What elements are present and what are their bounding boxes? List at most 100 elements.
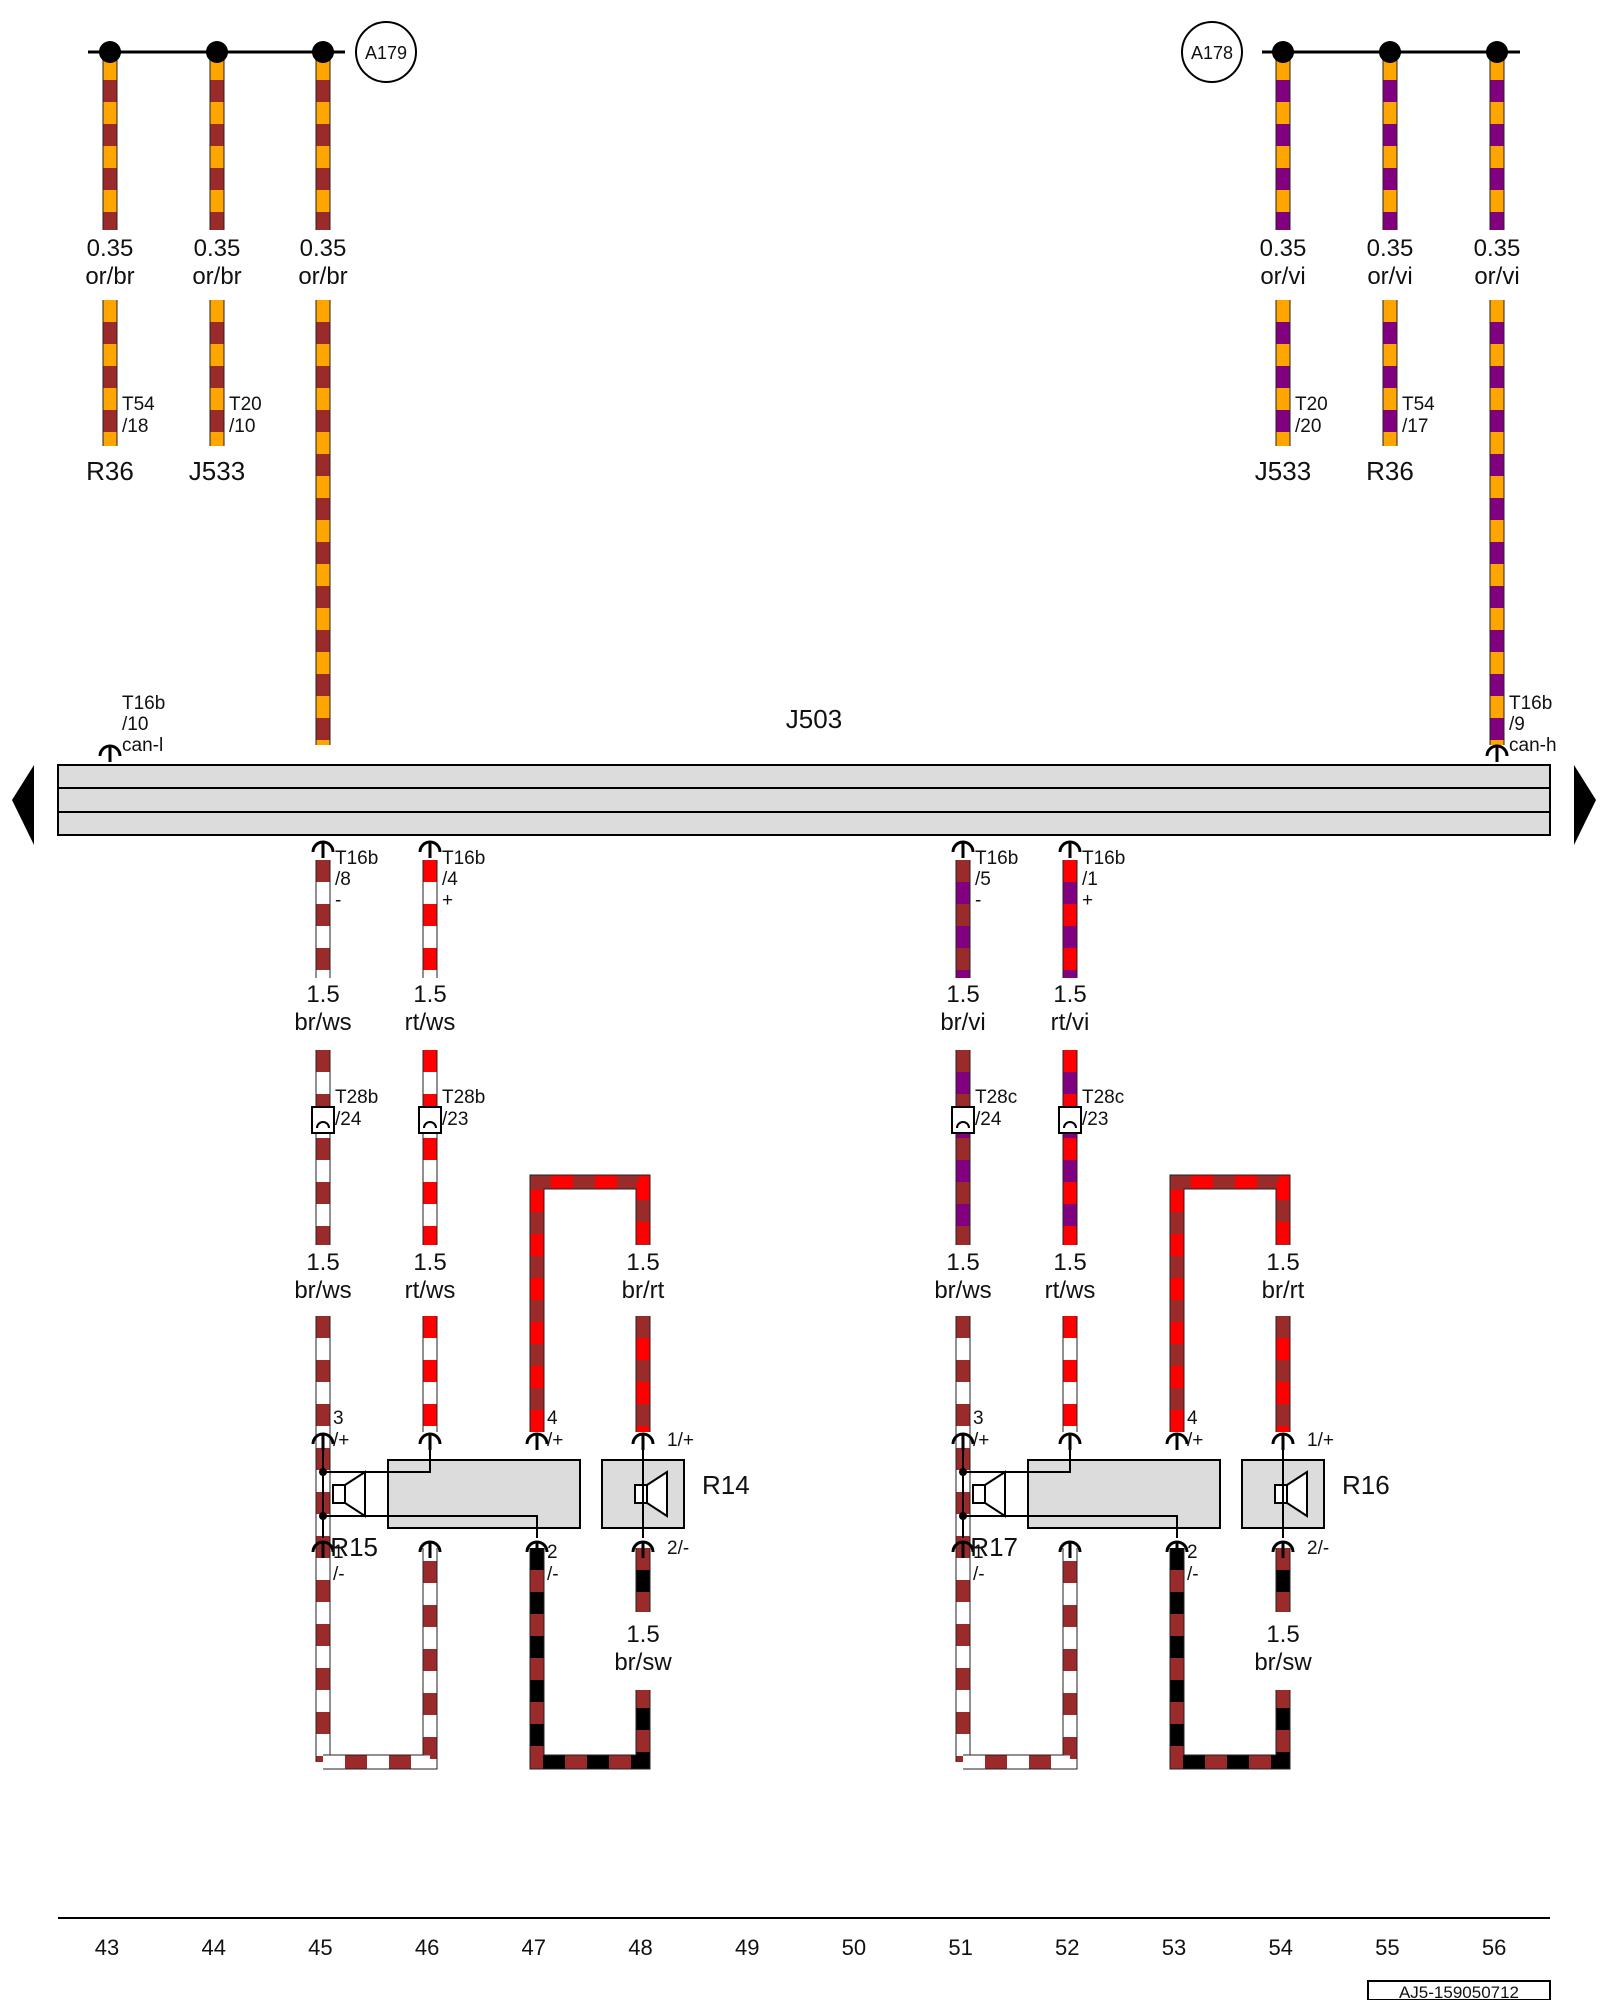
column-number: 55 — [1375, 1935, 1399, 1960]
bus-conn-left-label: /10 — [122, 714, 148, 735]
wire-bridge-1-stripe — [1170, 1175, 1290, 1432]
pin-label: /- — [1187, 1564, 1199, 1585]
connector-label: T28b — [335, 1087, 378, 1108]
internal-wire — [322, 1515, 538, 1538]
connector-label: - — [335, 890, 341, 911]
component-label: R36 — [1366, 456, 1414, 486]
wire-color-label: or/br — [192, 263, 241, 290]
bus-conn-right-label: T16b — [1509, 693, 1552, 714]
pin-label: 2/- — [667, 1538, 689, 1559]
pin-plug — [525, 1540, 549, 1558]
speaker-icon — [634, 1484, 648, 1504]
speaker-box-main — [387, 1459, 581, 1529]
wire-color-label: rt/vi — [1051, 1009, 1090, 1036]
wire-color-label: br/rt — [622, 1277, 665, 1304]
pin-label: /+ — [973, 1430, 989, 1451]
column-number: 54 — [1268, 1935, 1292, 1960]
speaker-box-main — [1027, 1459, 1221, 1529]
wire-color-label: or/vi — [1474, 263, 1519, 290]
pin-label: /+ — [1187, 1430, 1203, 1451]
wire-bridge-1-base — [1170, 1175, 1290, 1432]
internal-wire — [962, 1515, 1178, 1538]
wire-bridge-0-base — [530, 1175, 650, 1432]
speaker-aux-label: R16 — [1342, 1470, 1390, 1500]
bus-conn-right-label: can-h — [1509, 735, 1557, 756]
wire-color-label: br/rt — [1262, 1277, 1305, 1304]
speaker-cone-icon — [344, 1470, 366, 1518]
wire-ground-1-stripe — [1170, 1548, 1290, 1769]
wire-size-label: 1.5 — [306, 1249, 339, 1276]
junction-dot-0 — [99, 41, 121, 63]
speaker-icon — [972, 1484, 986, 1504]
wire-color-label: br/ws — [294, 1009, 351, 1036]
ref-circle-left — [355, 21, 417, 83]
ref-circle-right — [1181, 21, 1243, 83]
speaker-cone-icon — [646, 1470, 668, 1518]
bus-plug-1-1 — [1058, 840, 1082, 858]
speaker-icon — [332, 1484, 346, 1504]
wire-color-label: br/ws — [934, 1277, 991, 1304]
connector-pin-label: /23 — [1082, 1109, 1108, 1130]
wire-size-label: 1.5 — [1053, 1249, 1086, 1276]
bus-plug-1-0 — [951, 840, 975, 858]
wire-size-label: 1.5 — [1266, 1249, 1299, 1276]
wire-color-label: rt/ws — [405, 1277, 456, 1304]
pin-label: 1/+ — [667, 1430, 694, 1451]
wire-bridge-0 — [529, 1174, 651, 1432]
pin-plug — [311, 1540, 335, 1558]
pin-plug — [418, 1432, 442, 1450]
component-label: J533 — [189, 456, 245, 486]
column-number: 44 — [201, 1935, 225, 1960]
doc-code: AJ5-159050712 — [1399, 1983, 1519, 2000]
pin-plug — [631, 1432, 655, 1450]
connector-pin-label: /24 — [975, 1109, 1002, 1130]
wire-size-label: 1.5 — [946, 1249, 979, 1276]
wire-size-label: 0.35 — [1474, 235, 1521, 262]
pin-label: 3 — [973, 1408, 984, 1429]
pin-label: /- — [973, 1564, 985, 1585]
wire-size-label: 1.5 — [306, 981, 339, 1008]
pin-label: 1 — [973, 1542, 984, 1563]
speaker-main-label: R17 — [970, 1532, 1018, 1562]
wire-bridge-0-outline — [529, 1174, 651, 1432]
pin-label: /+ — [547, 1430, 563, 1451]
component-label: J533 — [1255, 456, 1311, 486]
pin-plug — [1058, 1540, 1082, 1558]
pin-label: 4 — [547, 1408, 558, 1429]
pin-plug — [525, 1432, 549, 1450]
bus-conn-left-label: T16b — [122, 693, 165, 714]
wire-size-label: 1.5 — [626, 1621, 659, 1648]
connector-label: T20 — [1295, 394, 1328, 415]
column-number: 48 — [628, 1935, 652, 1960]
wire-bridge-1 — [1169, 1174, 1291, 1432]
wire-return-0 — [323, 1548, 438, 1770]
wire-color-label: or/vi — [1367, 263, 1412, 290]
wire-size-label: 0.35 — [87, 235, 134, 262]
wire-color-label: or/vi — [1260, 263, 1305, 290]
doc-code-box — [1367, 1980, 1551, 2000]
connector-label: /1 — [1082, 869, 1098, 890]
connector-label: T16b — [975, 848, 1018, 869]
column-number: 49 — [735, 1935, 759, 1960]
wire-size-label: 0.35 — [1260, 235, 1307, 262]
wire-size-label: 0.35 — [1367, 235, 1414, 262]
pin-label: 2 — [1187, 1542, 1198, 1563]
inline-connector-arc — [316, 1121, 330, 1129]
connector-label: T16b — [1082, 848, 1125, 869]
inline-connector-box — [418, 1106, 442, 1134]
wire-size-label: 1.5 — [626, 1249, 659, 1276]
connector-label: + — [442, 890, 453, 911]
connector-label: /4 — [442, 869, 458, 890]
wire-size-label: 1.5 — [413, 1249, 446, 1276]
internal-wire — [322, 1450, 431, 1473]
pin-label: 3 — [333, 1408, 344, 1429]
inline-connector-arc — [423, 1121, 437, 1129]
wire-color-label: or/br — [298, 263, 347, 290]
wire-size-label: 1.5 — [1053, 981, 1086, 1008]
pin-label: 2/- — [1307, 1538, 1329, 1559]
connector-label: T16b — [335, 848, 378, 869]
wire-size-label: 1.5 — [946, 981, 979, 1008]
pin-plug — [418, 1540, 442, 1558]
inline-connector-arc — [956, 1121, 970, 1129]
junction-dot-4 — [1379, 41, 1401, 63]
